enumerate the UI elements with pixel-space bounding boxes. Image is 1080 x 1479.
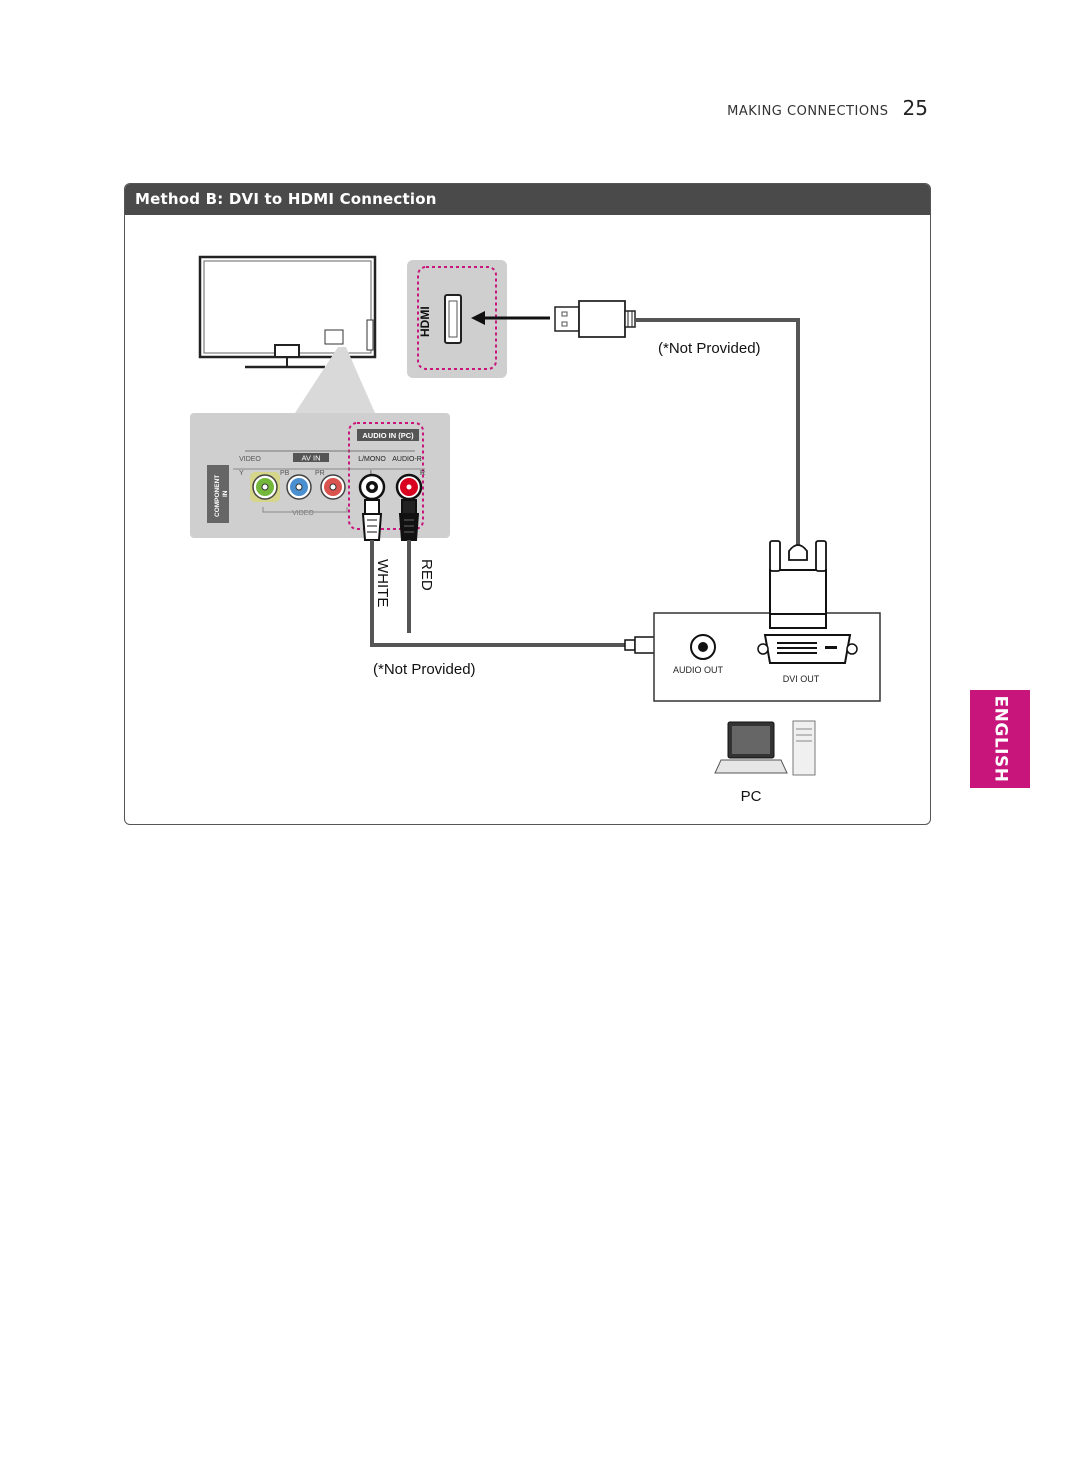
audio-in-label: AUDIO IN (PC) xyxy=(362,431,414,440)
pr-label: PR xyxy=(315,470,325,477)
in-label: IN xyxy=(222,490,229,497)
language-tab-label: ENGLISH xyxy=(990,695,1010,783)
audio-cable-note: (*Not Provided) xyxy=(373,661,476,678)
hdmi-cable-note: (*Not Provided) xyxy=(658,340,761,357)
page-number: 25 xyxy=(902,96,928,120)
pb-label: PB xyxy=(280,470,290,477)
page-header: MAKING CONNECTIONS 25 xyxy=(727,96,928,120)
video-label: VIDEO xyxy=(239,456,261,463)
av-in-label: AV IN xyxy=(301,454,320,463)
hdmi-port-label: HDMI xyxy=(418,306,432,337)
component-label: COMPONENT xyxy=(214,475,221,517)
audio-cable-white xyxy=(370,540,625,647)
tv-illustration xyxy=(198,255,377,369)
audio-r-label: AUDIO-R xyxy=(392,456,422,463)
pc-back-panel: AUDIO OUT DVI OUT xyxy=(653,612,881,702)
dvi-out-label: DVI OUT xyxy=(783,674,820,684)
connection-diagram: HDMI (*Not Provided) AUDIO IN (PC) AV IN… xyxy=(190,255,881,805)
red-label: RED xyxy=(418,559,435,591)
hdmi-port-callout: HDMI xyxy=(407,260,507,378)
white-label: WHITE xyxy=(374,559,391,607)
white-rca-plug xyxy=(361,499,383,541)
language-tab: ENGLISH xyxy=(970,690,1030,788)
video-bottom-label: VIDEO xyxy=(292,510,314,517)
l-label: L xyxy=(370,470,374,477)
lmono-label: L/MONO xyxy=(358,456,386,463)
audio-out-label: AUDIO OUT xyxy=(673,665,724,675)
laptop-icon xyxy=(714,721,788,774)
hdmi-cable xyxy=(635,318,800,555)
red-rca-plug xyxy=(398,499,420,541)
section-title: MAKING CONNECTIONS xyxy=(727,104,889,119)
back-panel-ports: AUDIO IN (PC) AV IN VIDEO L/MONO AUDIO-R… xyxy=(190,413,450,538)
panel-title: Method B: DVI to HDMI Connection xyxy=(125,184,930,215)
pc-tower-icon xyxy=(792,720,816,776)
r-label: R xyxy=(420,470,425,477)
pc-label: PC xyxy=(741,788,762,805)
method-b-panel: Method B: DVI to HDMI Connection HDMI xyxy=(124,183,931,825)
hdmi-plug xyxy=(554,300,636,338)
dvi-plug xyxy=(769,540,827,629)
y-label: Y xyxy=(239,470,244,477)
